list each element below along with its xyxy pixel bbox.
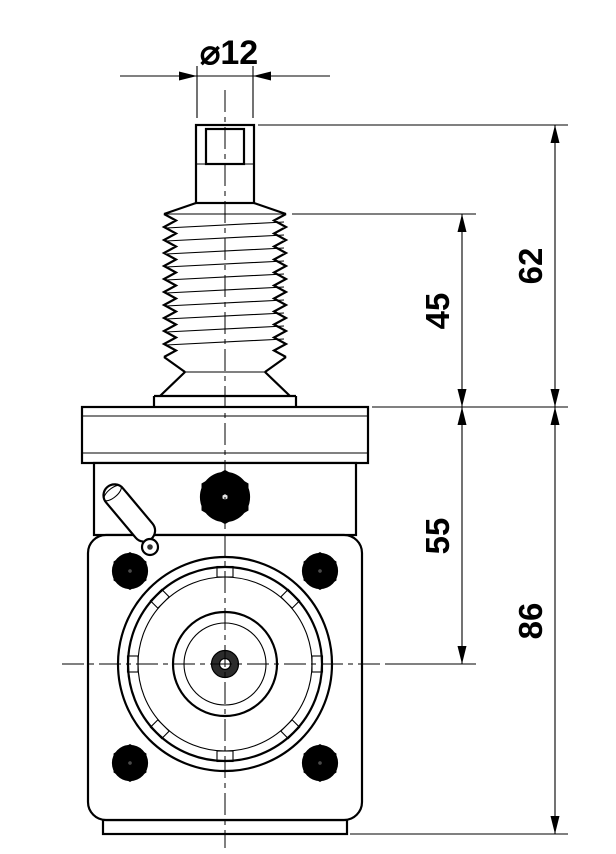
centerlines <box>62 90 390 848</box>
thread-profile <box>161 213 289 358</box>
dimension-45: 45 <box>419 214 467 407</box>
corner-screw-bottom-right <box>303 746 337 780</box>
extension-lines <box>258 124 568 835</box>
handle-cap-edge <box>103 484 122 502</box>
dim-label-55: 55 <box>419 518 456 555</box>
corner-screw-bottom-left <box>113 746 147 780</box>
dim-label-86: 86 <box>512 603 549 640</box>
corner-screw-top-left <box>113 554 147 588</box>
dimension-55: 55 <box>419 407 467 664</box>
thread-runout <box>163 356 287 373</box>
dim-label-62: 62 <box>512 248 549 285</box>
handle-pivot-center <box>147 544 153 550</box>
corner-screw-top-right <box>303 554 337 588</box>
dimension-86: 86 <box>512 407 560 834</box>
thread-chamfer <box>163 201 287 216</box>
dimension-diameter-12: ⌀12 <box>120 34 330 118</box>
diameter-dim-lines <box>120 66 330 118</box>
dim-label-45: 45 <box>419 293 456 330</box>
dim-label-diameter: ⌀12 <box>200 34 258 72</box>
dimension-62: 62 <box>512 125 560 407</box>
